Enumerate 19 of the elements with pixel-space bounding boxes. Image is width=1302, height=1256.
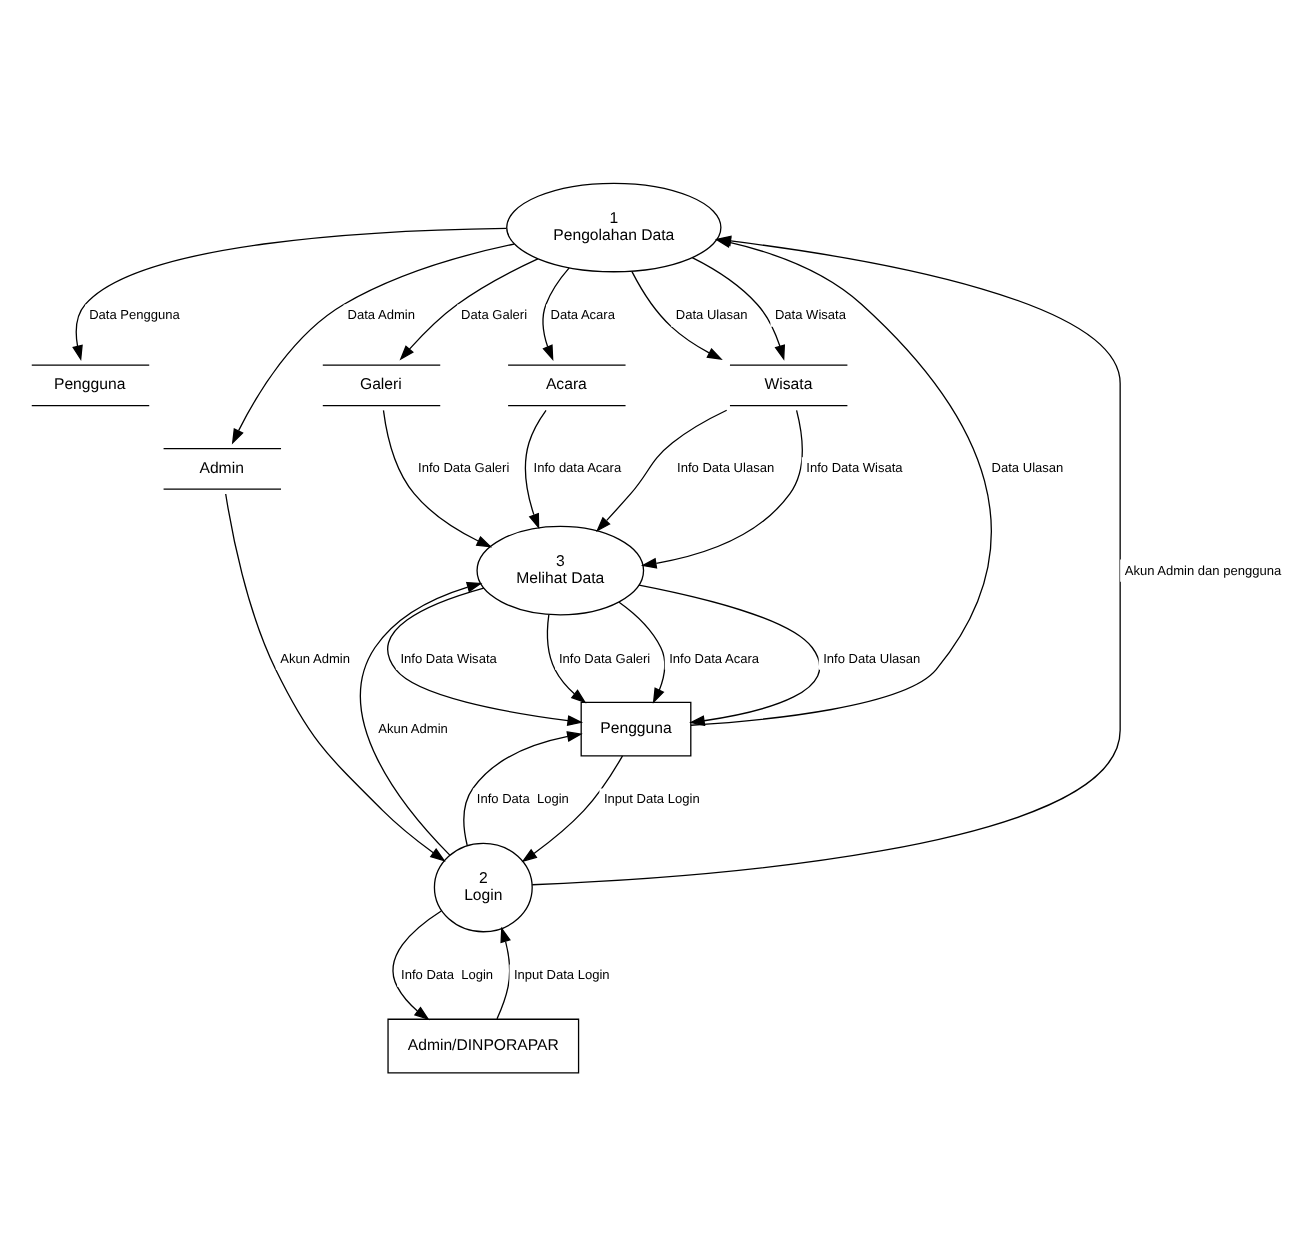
arrow	[524, 409, 547, 530]
arrow	[225, 493, 446, 862]
arrow	[399, 258, 539, 361]
arrow	[392, 910, 442, 1021]
arrow	[359, 581, 483, 856]
arrow	[387, 587, 584, 727]
arrow	[640, 409, 803, 569]
arrow	[231, 243, 515, 445]
arrow	[463, 731, 583, 847]
arrow	[631, 271, 723, 360]
arrow	[546, 614, 587, 704]
arrow	[382, 409, 493, 548]
arrow	[542, 267, 570, 361]
arrow	[596, 409, 728, 532]
arrow	[72, 227, 507, 362]
arrow	[521, 755, 624, 863]
arrow	[638, 584, 821, 727]
arrow	[691, 257, 786, 361]
arrow	[618, 601, 666, 704]
